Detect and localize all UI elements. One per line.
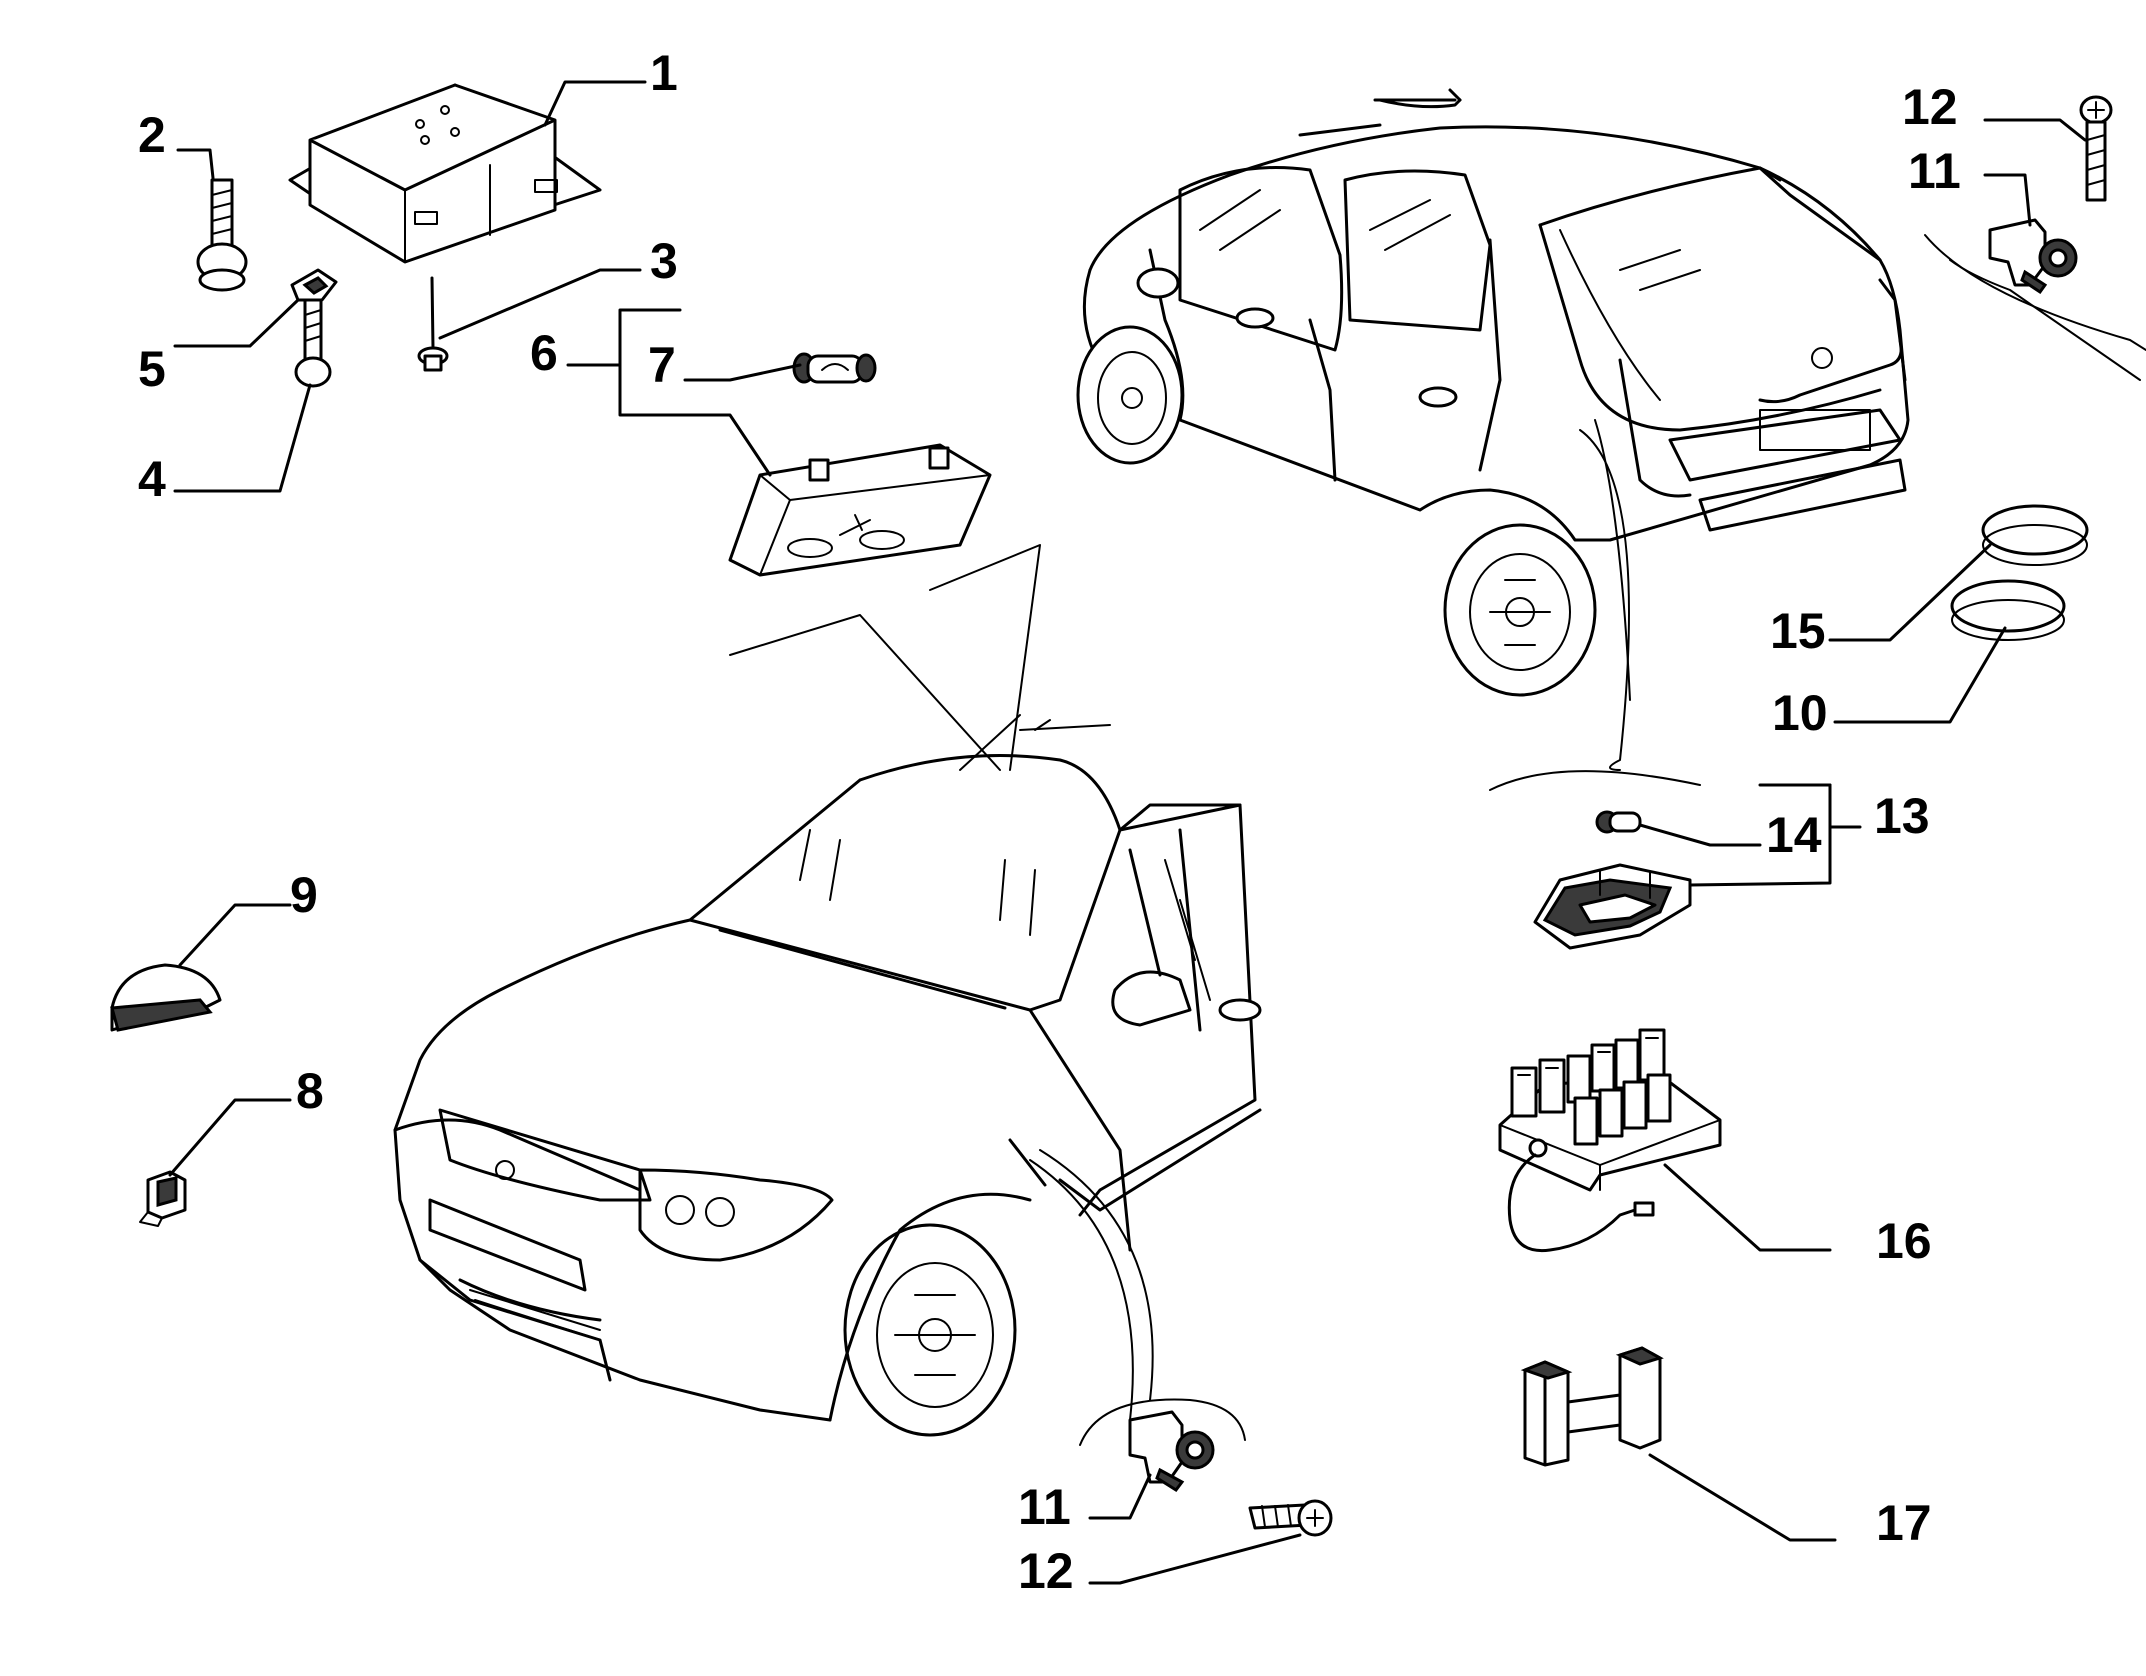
part-12-screw-bottom (1248, 1499, 1333, 1537)
part-14-bulb (1595, 810, 1642, 834)
part-3-pin (417, 276, 449, 372)
part-7-bulb (792, 352, 877, 384)
part-13-lamp (1533, 863, 1692, 950)
part-4-screw (294, 298, 332, 388)
callout-2: 2 (138, 107, 166, 163)
callout-3: 3 (650, 233, 678, 289)
callout-13: 13 (1874, 788, 1930, 844)
callout-4: 4 (138, 451, 166, 507)
callout-11-top: 11 (1908, 143, 1961, 199)
part-1-control-unit (288, 83, 602, 264)
part-12-screw-top (2079, 95, 2113, 202)
callout-12-top: 12 (1902, 79, 1958, 135)
part-8-clip (139, 1170, 187, 1227)
part-5-clip (290, 268, 338, 302)
part-9-cover (110, 963, 222, 1032)
callout-labels: 1 2 3 4 5 6 7 8 9 10 11 12 13 14 15 16 1… (138, 45, 1961, 1599)
leader-lines (168, 80, 2087, 1585)
callout-12-bottom: 12 (1018, 1543, 1074, 1599)
callout-10: 10 (1772, 685, 1828, 741)
callout-5: 5 (138, 341, 166, 397)
callout-14: 14 (1766, 807, 1822, 863)
callout-7: 7 (648, 337, 676, 393)
part-16-fuse-box (1498, 1028, 1722, 1253)
callout-17: 17 (1876, 1495, 1932, 1551)
part-6-roof-lamp (728, 443, 992, 577)
rear-car-illustration (1076, 88, 1910, 697)
part-17-bracket (1520, 1346, 1664, 1467)
callout-16: 16 (1876, 1213, 1932, 1269)
callout-6: 6 (530, 325, 558, 381)
callout-8: 8 (296, 1063, 324, 1119)
part-11-sensor-bottom (1128, 1410, 1215, 1493)
callout-1: 1 (650, 45, 678, 101)
part-2-bolt (196, 178, 248, 292)
part-11-sensor-top (1988, 218, 2078, 295)
callout-15: 15 (1770, 603, 1826, 659)
detail-arcs (729, 234, 2146, 1446)
front-car-illustration (393, 714, 1262, 1437)
part-10-cover (1950, 579, 2066, 641)
callout-9: 9 (290, 867, 318, 923)
part-15-cover (1981, 504, 2089, 566)
callout-11-bottom: 11 (1018, 1479, 1071, 1535)
